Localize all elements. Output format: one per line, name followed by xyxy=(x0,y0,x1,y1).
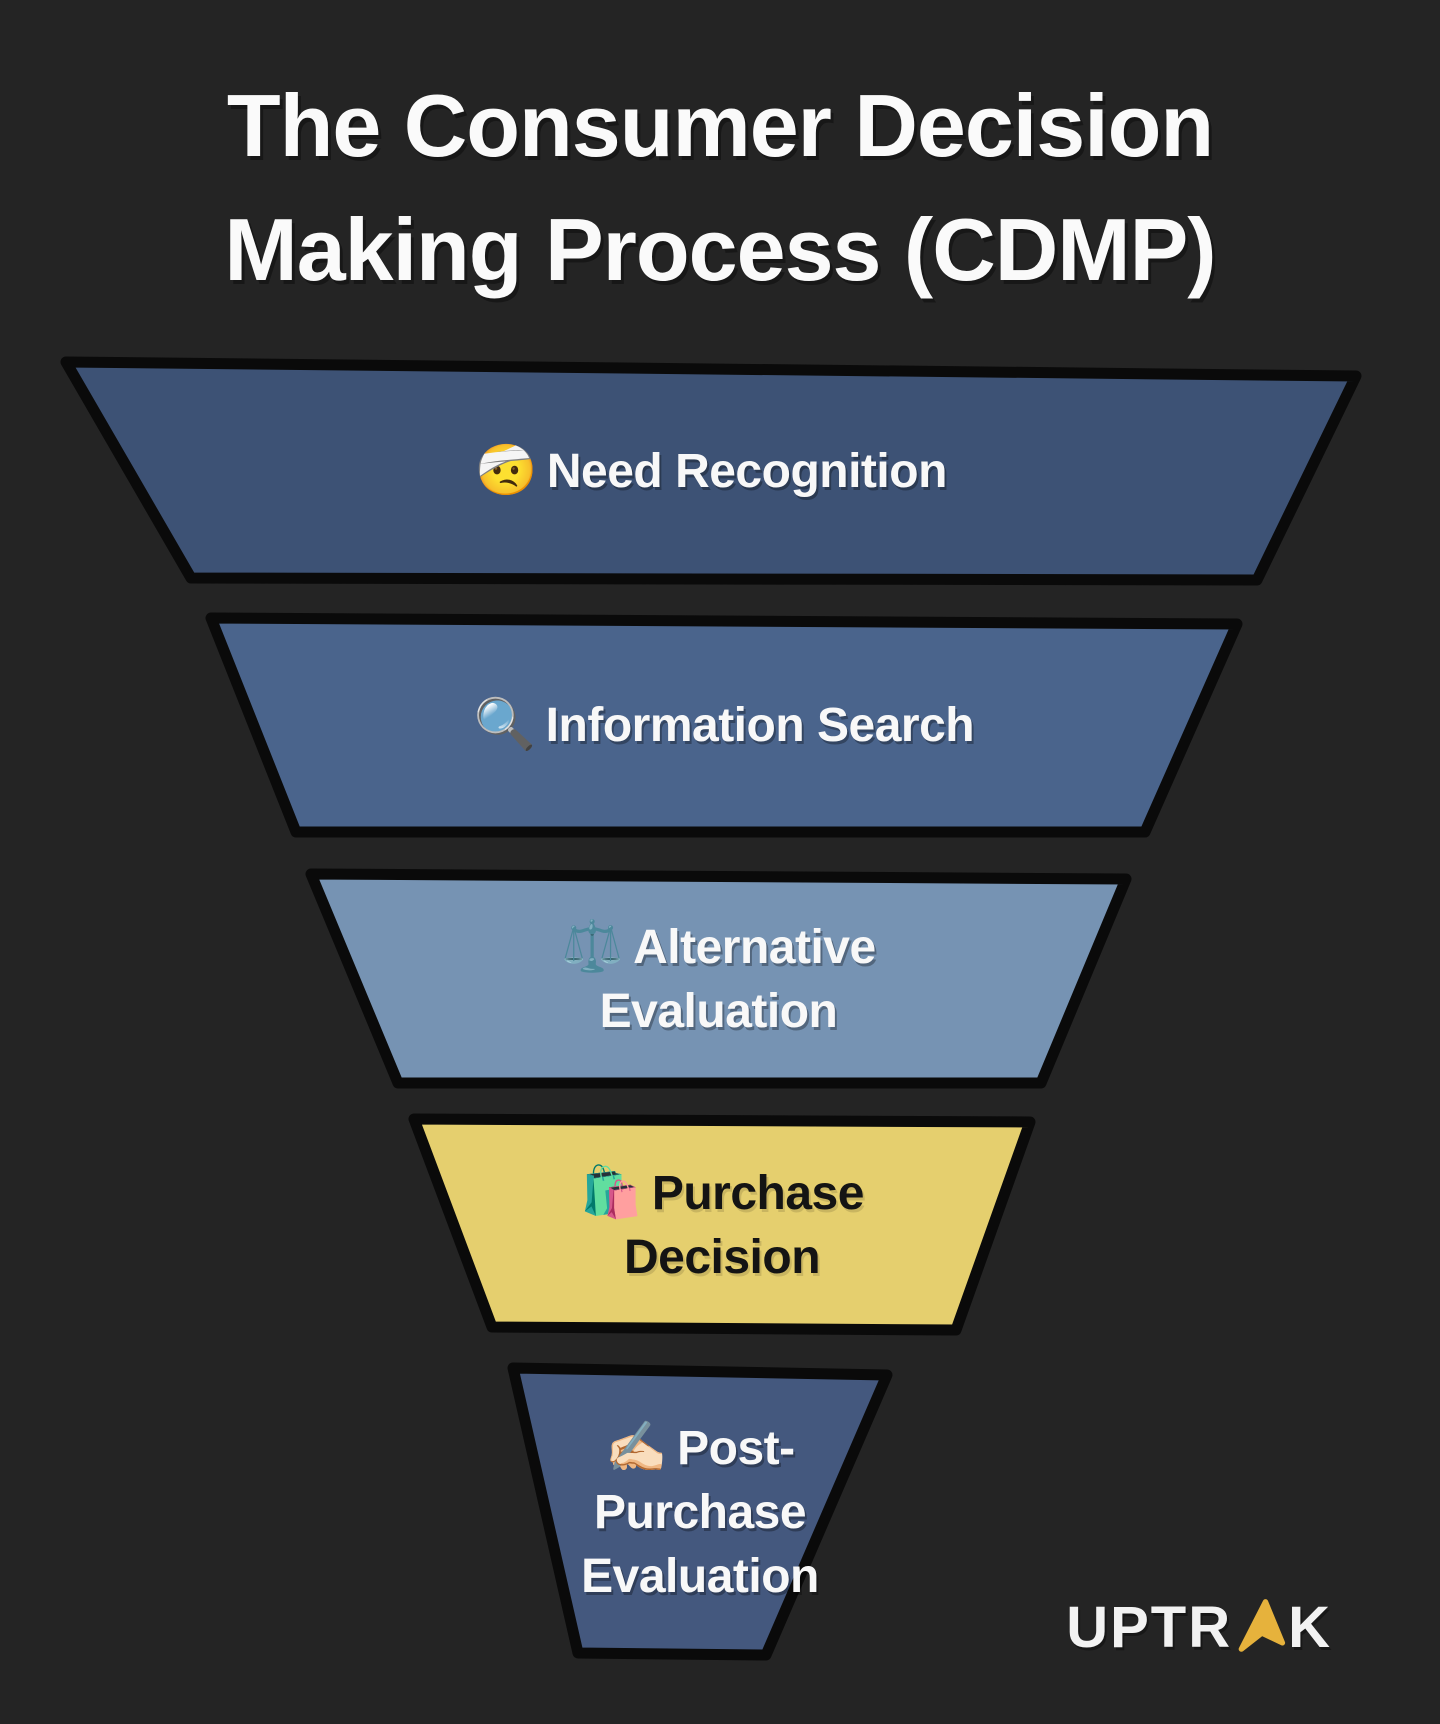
brand-text-prefix: UPTR xyxy=(1066,1595,1233,1660)
stage-1-need-recognition: 🤕Need Recognition xyxy=(66,362,1356,580)
page-title-line1: The Consumer Decision xyxy=(226,76,1214,175)
stage-4-purchase-decision: 🛍️Purchase Decision xyxy=(414,1119,1030,1330)
funnel-stage-shape-5 xyxy=(507,1362,893,1661)
stage-5-label: Post-Purchase Evaluation xyxy=(581,1421,819,1604)
funnel-stage-shape-2 xyxy=(205,612,1243,838)
stage-label: 🛍️Purchase Decision xyxy=(507,1159,937,1291)
funnel-stage-shape-1 xyxy=(60,356,1362,586)
funnel-stage-shape-4 xyxy=(408,1113,1036,1336)
brand-text-suffix: K xyxy=(1288,1595,1332,1660)
brand-logo: UPTR K xyxy=(1066,1594,1332,1661)
cursor-arrow-icon xyxy=(1238,1598,1286,1652)
stage-label: ⚖️Alternative Evaluation xyxy=(439,913,999,1045)
stage-3-alternative-evaluation: ⚖️Alternative Evaluation xyxy=(311,874,1126,1083)
stage-4-label: Purchase Decision xyxy=(623,1166,864,1284)
stage-label: 🤕Need Recognition xyxy=(475,437,947,504)
shopping-bags-icon: 🛍️ xyxy=(580,1163,642,1220)
writing-hand-icon: ✍🏻 xyxy=(605,1418,668,1475)
page-title-line2: Making Process (CDMP) xyxy=(224,200,1216,299)
funnel-stage-shape-3 xyxy=(305,868,1132,1089)
stage-3-label: Alternative Evaluation xyxy=(599,920,877,1038)
magnifying-glass-icon: 🔍 xyxy=(473,696,536,753)
balance-scale-icon: ⚖️ xyxy=(561,917,624,974)
stage-label: 🔍Information Search xyxy=(473,691,975,758)
bandaged-face-icon: 🤕 xyxy=(475,442,537,499)
stage-label: ✍🏻Post-Purchase Evaluation xyxy=(535,1414,865,1610)
stage-2-label: Information Search xyxy=(545,699,975,753)
stage-2-information-search: 🔍Information Search xyxy=(211,618,1237,832)
page-title: The Consumer Decision Making Process (CD… xyxy=(0,64,1440,312)
stage-1-label: Need Recognition xyxy=(546,445,948,499)
stage-5-post-purchase-evaluation: ✍🏻Post-Purchase Evaluation xyxy=(513,1368,887,1655)
